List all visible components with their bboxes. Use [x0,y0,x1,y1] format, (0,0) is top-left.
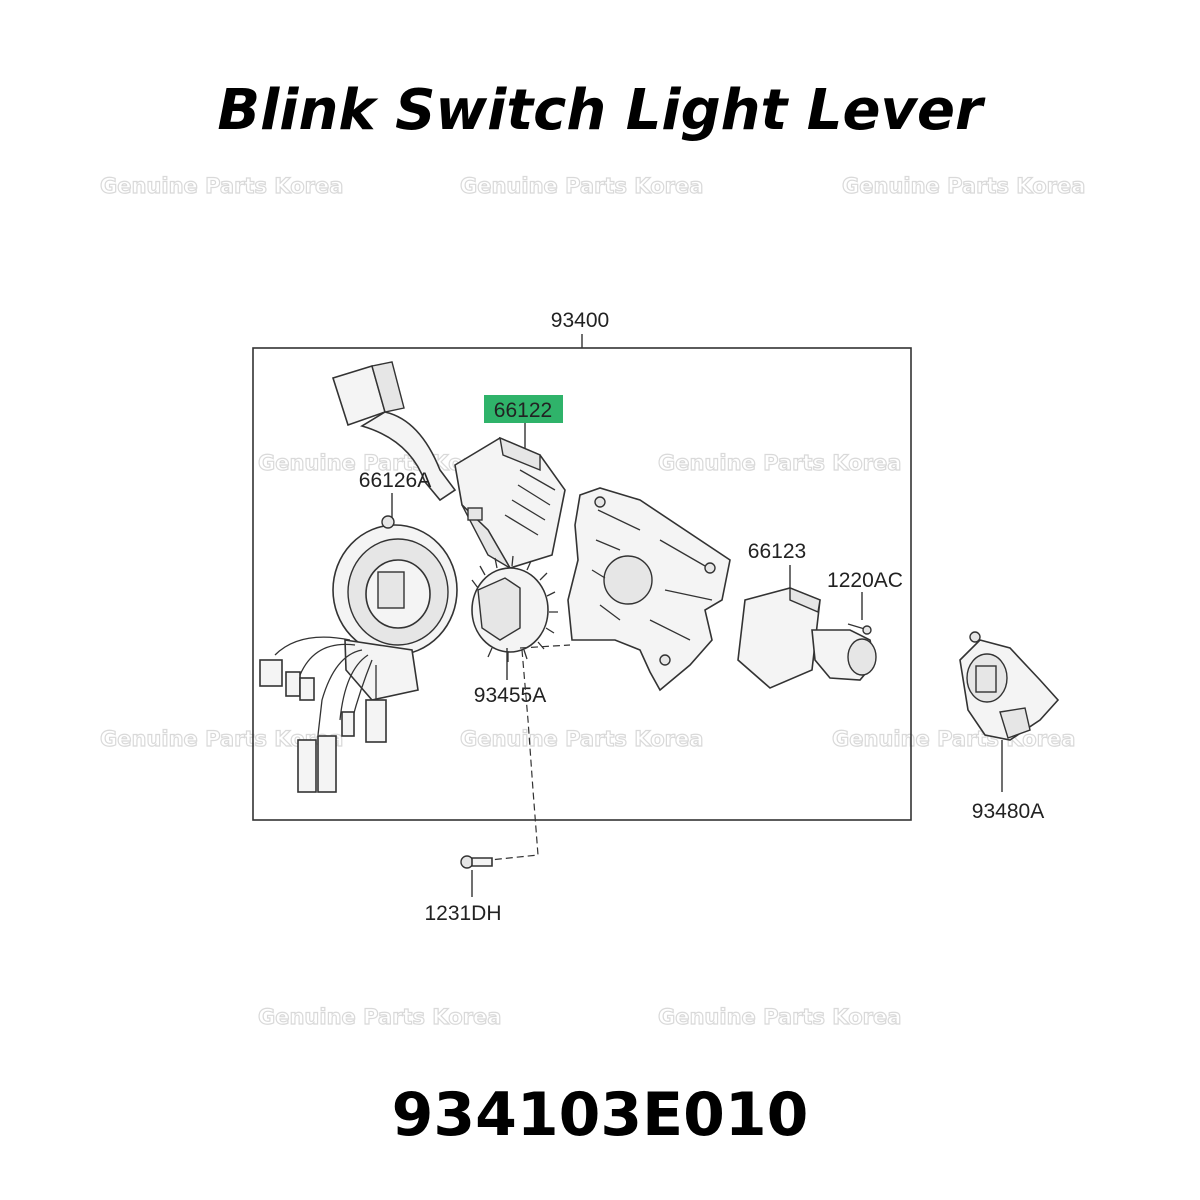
clock-spring [332,515,458,701]
label-66122: 66122 [494,399,552,422]
watermark-text: Genuine Parts Korea [460,727,703,751]
right-switch [737,586,877,689]
dash-leader-screw [489,649,539,861]
watermark-text: Genuine Parts Korea [832,727,1075,751]
label-66126A: 66126A [359,469,431,492]
watermark-text: Genuine Parts Korea [258,1005,501,1029]
bottom-screw [460,855,493,869]
steering-angle-sensor [959,631,1060,741]
lever-switch [331,361,566,570]
watermark-text: Genuine Parts Korea [658,451,901,475]
label-1231DH: 1231DH [424,902,501,925]
dash-leader-plate [519,644,571,649]
page-title: Blink Switch Light Lever [217,78,983,143]
watermark-text: Genuine Parts Korea [842,174,1085,198]
label-1220AC: 1220AC [827,569,903,592]
bracket-plate [567,487,731,692]
ring-part [471,555,558,662]
small-screw [847,623,872,635]
part-number: 934103E010 [391,1080,809,1150]
label-93400: 93400 [551,309,609,332]
label-93455A: 93455A [474,684,546,707]
watermark-text: Genuine Parts Korea [460,174,703,198]
watermark-text: Genuine Parts Korea [658,1005,901,1029]
watermark-text: Genuine Parts Korea [100,174,343,198]
highlight-box [484,395,563,423]
label-66123: 66123 [748,540,806,563]
wire-harness [259,636,387,793]
label-93480A: 93480A [972,800,1044,823]
